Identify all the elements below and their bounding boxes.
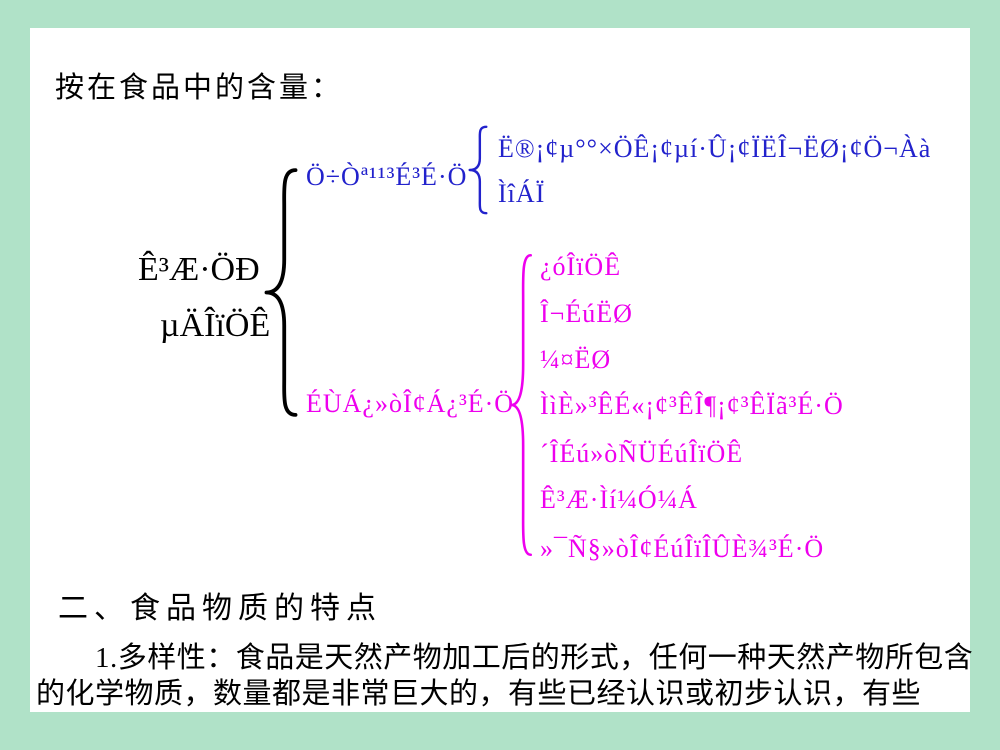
major-item: Ë®¡¢µ°°×ÖÊ¡¢µí·Û¡¢ÏËÎ¬ËØ¡¢Ö¬Àà bbox=[498, 134, 932, 163]
minor-item: Î¬ÉúËØ bbox=[540, 299, 633, 328]
minor-branch-label: ÉÙÁ¿»òÎ¢Á¿³É·Ö bbox=[306, 389, 515, 418]
diagram-root-label: Ê³Æ·ÖÐ µÄÎïÖÊ bbox=[138, 242, 270, 354]
minor-item: Ê³Æ·Ìí¼Ó¼Á bbox=[540, 485, 698, 514]
minor-brace bbox=[507, 249, 535, 561]
major-item: ÌîÁÏ bbox=[498, 179, 546, 208]
minor-item: »¯Ñ§»òÎ¢ÉúÎïÎÛÈ¾³É·Ö bbox=[540, 534, 825, 563]
slide-canvas bbox=[30, 28, 970, 712]
root-label-line2: µÄÎïÖÊ bbox=[160, 307, 271, 344]
paragraph-line-1: 1.多样性：食品是天然产物加工后的形式，任何一种天然产物所包含 bbox=[95, 642, 974, 674]
minor-item: ¿óÎïÖÊ bbox=[540, 252, 622, 281]
root-label-line1: Ê³Æ·ÖÐ bbox=[138, 251, 260, 288]
minor-item: ´ÎÉú»òÑÜÉúÎïÖÊ bbox=[540, 439, 744, 468]
major-branch-label: Ö÷Òª¹¹³É³É·Ö bbox=[306, 162, 468, 191]
slide-heading: 按在食品中的含量： bbox=[55, 72, 344, 104]
minor-item: ÌìÈ»³ÊÉ«¡¢³ÊÎ¶¡¢³ÊÏã³É·Ö bbox=[540, 391, 844, 420]
main-brace bbox=[260, 165, 302, 420]
paragraph-line-2: 的化学物质，数量都是非常巨大的，有些已经认识或初步认识，有些 bbox=[36, 678, 922, 710]
major-brace bbox=[466, 125, 490, 215]
section-title: 二、食品物质的特点 bbox=[58, 592, 382, 625]
minor-item: ¼¤ËØ bbox=[540, 345, 612, 374]
